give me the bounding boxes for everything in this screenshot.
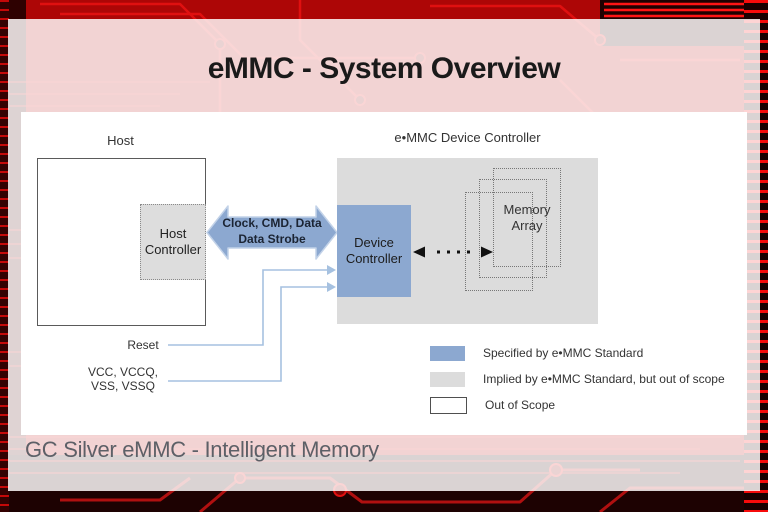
device-controller-box: Device Controller xyxy=(337,205,411,297)
legend-row-specified: Specified by e•MMC Standard xyxy=(430,344,643,362)
legend-label-specified: Specified by e•MMC Standard xyxy=(483,346,644,360)
bus-arrow-line2: Data Strobe xyxy=(238,232,306,246)
legend-swatch-blue xyxy=(430,345,465,361)
signal-lines xyxy=(168,265,336,382)
bus-arrow-text: Clock, CMD, Data Data Strobe xyxy=(206,215,338,247)
reset-arrowhead-icon xyxy=(327,265,336,275)
legend-swatch-white xyxy=(430,396,467,414)
memory-array-box-back xyxy=(465,192,533,291)
slide-footer: GC Silver eMMC - Intelligent Memory xyxy=(25,437,379,462)
memory-array-box-front: Memory Array xyxy=(493,168,561,267)
page-title: eMMC - System Overview xyxy=(207,52,561,85)
host-label: Host xyxy=(107,133,134,148)
legend-label-implied: Implied by e•MMC Standard, but out of sc… xyxy=(483,372,725,386)
emmc-device-controller-heading: e•MMC Device Controller xyxy=(394,130,541,145)
power-label: VCC, VCCQ, VSS, VSSQ xyxy=(76,365,170,393)
legend-row-out-of-scope: Out of Scope xyxy=(430,396,555,414)
host-controller-box: Host Controller xyxy=(140,204,206,280)
reset-label: Reset xyxy=(127,338,159,352)
power-label-line1: VCC, VCCQ, xyxy=(87,365,158,379)
legend-row-implied: Implied by e•MMC Standard, but out of sc… xyxy=(430,370,725,388)
left-edge-stripes xyxy=(0,0,9,512)
dotted-arrow-icon xyxy=(413,246,493,258)
power-arrowhead-icon xyxy=(327,282,336,292)
diagram-panel: Host Host Controller Clock, CMD, Data Da… xyxy=(21,112,747,435)
memory-array-box-middle xyxy=(479,179,547,278)
memory-array-label: Memory Array xyxy=(503,201,551,233)
bus-arrow-line1: Clock, CMD, Data xyxy=(222,216,322,230)
device-controller-label: Device Controller xyxy=(345,235,403,266)
host-controller-label: Host Controller xyxy=(144,226,202,257)
legend-label-out-of-scope: Out of Scope xyxy=(485,398,556,412)
legend-swatch-gray xyxy=(430,371,465,387)
power-label-line2: VSS, VSSQ xyxy=(90,378,156,393)
